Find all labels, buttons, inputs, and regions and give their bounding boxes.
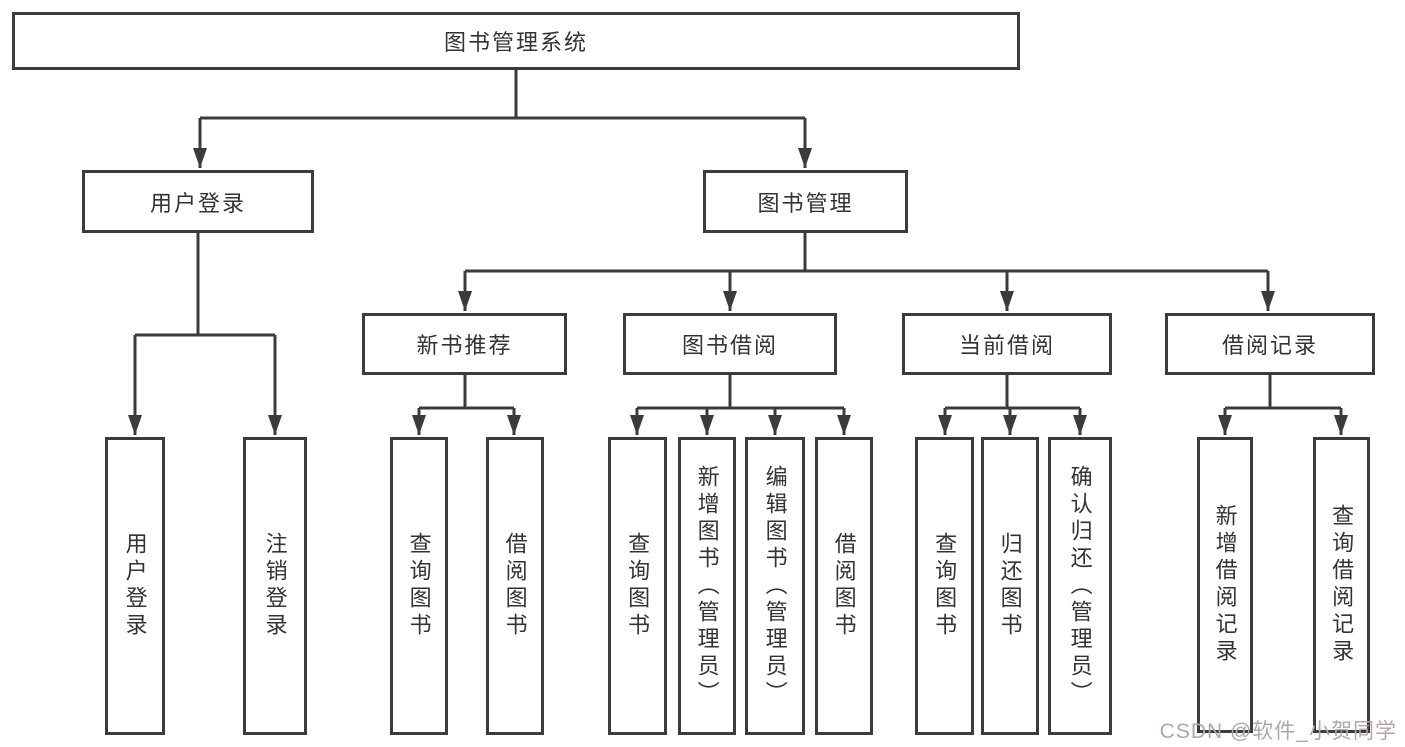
node-user-login: 用户登录 [82,170,314,233]
leaf-current-query-books: 查询图书 [915,437,974,735]
leaf-confirm-return-admin: 确认归还（管理员） [1048,437,1112,735]
node-book-borrowing: 图书借阅 [623,313,837,375]
leaf-query-borrow-record: 查询借阅记录 [1313,437,1370,733]
node-book-management: 图书管理 [703,170,908,233]
leaf-rec-borrow-books: 借阅图书 [486,437,544,735]
leaf-current-query-books-label: 查询图书 [932,532,958,640]
node-current-borrowing: 当前借阅 [902,313,1112,375]
leaf-user-login-label: 用户登录 [122,532,148,640]
leaf-borrow-query-books: 查询图书 [608,437,667,735]
node-user-login-label: 用户登录 [149,190,246,216]
leaf-edit-books-admin-label: 编辑图书（管理员） [762,464,788,708]
leaf-borrow-books-label: 借阅图书 [831,532,857,640]
leaf-edit-books-admin: 编辑图书（管理员） [745,437,805,735]
leaf-add-books-admin-label: 新增图书（管理员） [694,464,720,708]
leaf-borrow-books: 借阅图书 [815,437,873,735]
leaf-query-borrow-record-label: 查询借阅记录 [1329,504,1355,666]
leaf-rec-borrow-books-label: 借阅图书 [502,532,528,640]
leaf-rec-query-books: 查询图书 [390,437,448,735]
node-root: 图书管理系统 [12,12,1020,70]
node-new-book-recommend: 新书推荐 [362,313,567,375]
leaf-logout: 注销登录 [243,437,307,735]
leaf-rec-query-books-label: 查询图书 [406,532,432,640]
node-borrow-records-label: 借阅记录 [1221,333,1318,358]
node-book-management-label: 图书管理 [757,190,854,216]
leaf-add-borrow-record: 新增借阅记录 [1197,437,1253,733]
leaf-confirm-return-admin-label: 确认归还（管理员） [1067,464,1093,708]
leaf-logout-label: 注销登录 [262,532,288,640]
leaf-add-borrow-record-label: 新增借阅记录 [1212,504,1238,666]
leaf-borrow-query-books-label: 查询图书 [625,532,651,640]
node-current-borrowing-label: 当前借阅 [958,333,1055,358]
leaf-add-books-admin: 新增图书（管理员） [678,437,736,735]
leaf-return-books-label: 归还图书 [997,532,1023,640]
leaf-return-books: 归还图书 [981,437,1039,735]
leaf-user-login: 用户登录 [105,437,165,735]
node-book-borrowing-label: 图书借阅 [681,333,778,358]
node-root-label: 图书管理系统 [443,30,588,55]
node-new-book-recommend-label: 新书推荐 [416,333,513,358]
node-borrow-records: 借阅记录 [1165,313,1375,375]
watermark-text: CSDN @软件_小贺同学 [1159,720,1397,743]
